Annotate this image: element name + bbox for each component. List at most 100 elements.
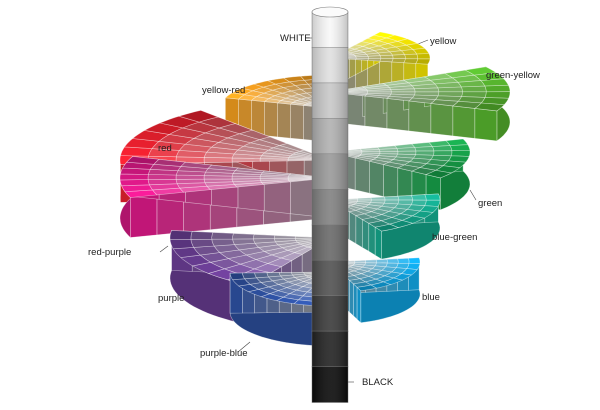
wedge-cell — [449, 144, 471, 152]
hue-wedges — [119, 31, 511, 346]
wedge-cell — [169, 239, 195, 250]
wedge-cell — [177, 110, 219, 123]
black-label: BLACK — [362, 377, 394, 388]
axis-shading — [312, 47, 348, 84]
axis-shading — [312, 189, 348, 226]
wedge-cell — [273, 235, 296, 239]
label-red-purple: red-purple — [88, 247, 131, 258]
wedge-side-segment — [355, 215, 363, 249]
wedge-cell — [391, 54, 406, 60]
wedge-cell — [416, 53, 431, 60]
label-red: red — [158, 143, 172, 154]
wedge-cell — [374, 223, 400, 232]
label-purple: purple — [158, 293, 184, 304]
wedge-cell — [404, 53, 419, 60]
wedge-side-segment — [349, 211, 357, 245]
wedge-cell — [425, 169, 453, 179]
wedge-side-segment — [264, 101, 278, 138]
axis-shading — [312, 260, 348, 297]
label-yellow: yellow — [430, 36, 457, 47]
wedge-side-segment — [130, 194, 158, 238]
wedge-side-segment — [430, 103, 454, 137]
wedge-cell — [211, 238, 235, 247]
axis-top-cap — [311, 6, 349, 18]
wedge-cell — [232, 238, 256, 245]
wedge-cell — [229, 272, 246, 281]
wedge-side-segment — [354, 157, 370, 194]
wedge-cell — [375, 258, 388, 264]
wedge-cell — [383, 195, 400, 201]
wedge-cell — [169, 230, 193, 240]
wedge-side-segment — [277, 102, 291, 139]
wedge-cell — [370, 196, 386, 201]
wedge-cell — [433, 150, 453, 157]
wedge-red-purple — [119, 155, 318, 239]
wedge-cell — [203, 178, 234, 184]
wedge-cell — [379, 54, 394, 59]
wedge-side-segment — [290, 103, 304, 140]
wedge-cell — [190, 231, 214, 240]
wedge-cell — [147, 174, 177, 180]
wedge-cell — [450, 150, 471, 157]
wedge-cell — [147, 179, 178, 186]
axis-shading — [312, 331, 348, 368]
wedge-cell — [253, 234, 276, 240]
wedge-cell — [119, 173, 149, 181]
wedge-cell — [415, 58, 431, 65]
wedge-cell — [203, 157, 233, 163]
wedge-cell — [278, 272, 293, 277]
wedge-cell — [396, 147, 417, 152]
wedge-cell — [408, 257, 421, 265]
wedge-cell — [403, 58, 419, 64]
wedge-blue — [334, 257, 421, 324]
axis-shading — [312, 366, 348, 403]
wedge-side-segment — [474, 108, 498, 142]
wedge-cell — [397, 257, 410, 264]
wedge-side-segment — [452, 105, 476, 139]
wedge-cell — [386, 258, 399, 264]
wedge-cell — [126, 156, 160, 165]
axis-shading — [312, 295, 348, 332]
neutral-value-axis — [311, 6, 349, 403]
wedge-cell — [474, 102, 505, 112]
white-label: WHITE — [280, 33, 311, 44]
wedge-side-segment — [374, 226, 382, 260]
wedge-cell — [437, 86, 463, 93]
wedge-cell — [190, 238, 215, 248]
label-blue: blue — [422, 292, 440, 303]
wedge-cell — [391, 58, 406, 64]
wedge-side-segment — [361, 218, 370, 252]
label-yellow-red: yellow-red — [202, 85, 245, 96]
wedge-green-yellow — [341, 66, 511, 142]
wedge-cell — [254, 272, 270, 279]
wedge-side-segment — [349, 279, 354, 317]
axis-shading — [312, 12, 348, 48]
wedge-cell — [266, 272, 282, 278]
axis-shading — [312, 82, 348, 119]
wedge-cell — [232, 233, 255, 240]
labels: WHITE BLACK yellow green-yellow green bl… — [88, 33, 540, 388]
wedge-side-segment — [383, 164, 399, 201]
wedge-cell — [460, 85, 487, 93]
wedge-cell — [431, 145, 453, 152]
wedge-cell — [241, 272, 257, 280]
wedge-cell — [414, 146, 435, 152]
wedge-cell — [356, 284, 378, 292]
wedge-side-segment — [369, 160, 384, 197]
label-green: green — [478, 198, 502, 209]
wedge-cell — [211, 232, 234, 240]
axis-shading — [312, 118, 348, 155]
wedge-cell — [484, 84, 511, 93]
axis-shading — [312, 153, 348, 190]
wedge-cell — [413, 87, 440, 93]
label-blue-green: blue-green — [432, 232, 477, 243]
wedge-cell — [410, 194, 427, 201]
wedge-cell — [390, 88, 416, 93]
label-green-yellow: green-yellow — [486, 70, 540, 81]
wedge-side-segment — [356, 286, 362, 324]
wedge-side-segment — [353, 283, 358, 320]
wedge-cell — [397, 195, 413, 201]
wedge-side-segment — [368, 222, 376, 256]
